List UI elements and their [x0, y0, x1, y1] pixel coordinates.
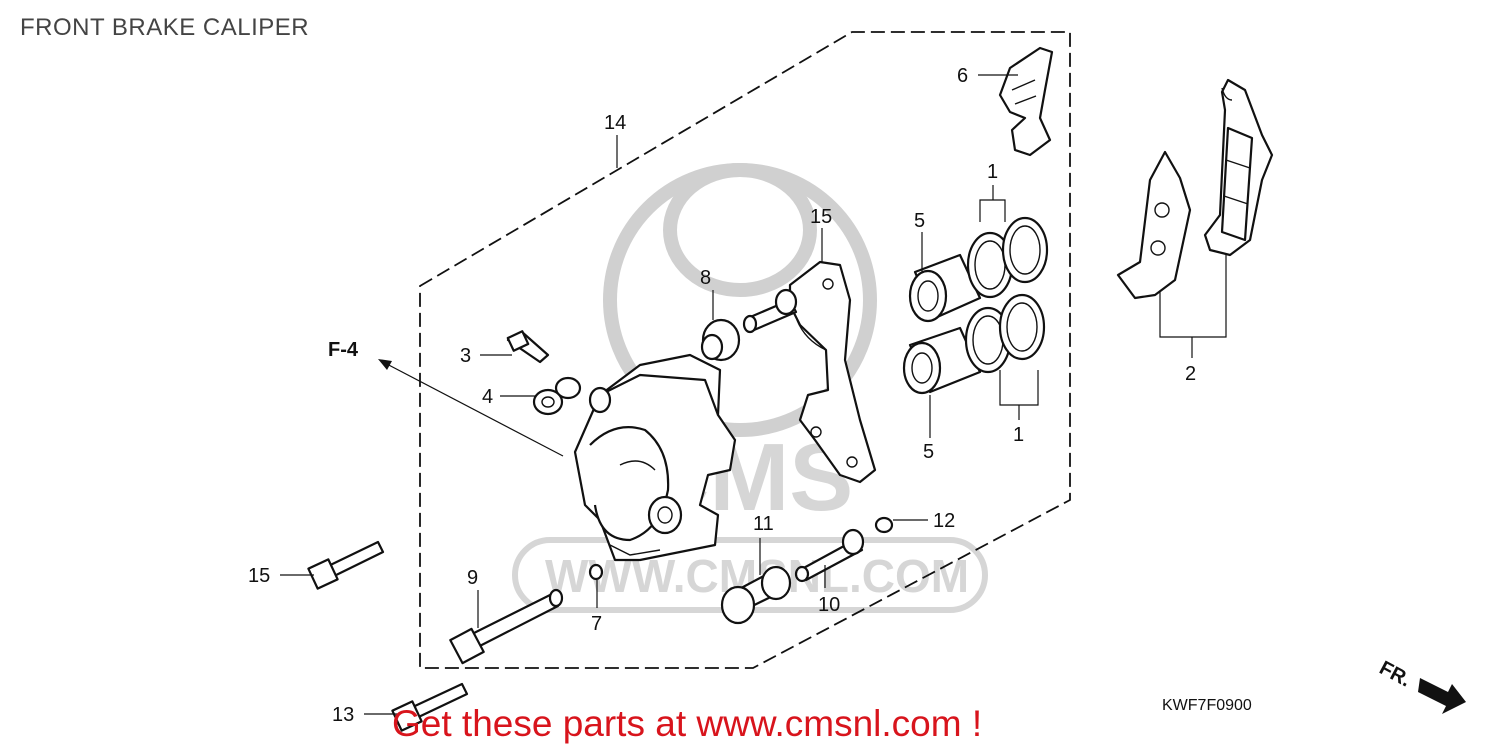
leader-lines [280, 74, 1227, 715]
cta-link[interactable]: Get these parts at www.cmsnl.com ! [392, 703, 983, 744]
callout-10: 8 [700, 267, 711, 289]
pad-spring [998, 46, 1054, 157]
callout-3: 3 [460, 345, 471, 367]
caliper-bracket [788, 260, 877, 484]
callout-13: 14 [604, 112, 626, 134]
piston-upper [908, 253, 982, 323]
washer [874, 516, 894, 534]
brake-pad-inner [1116, 150, 1192, 300]
callout-14: 15 [810, 206, 832, 228]
direction-marker: FR. [1376, 657, 1466, 714]
pin-bolt-short [720, 565, 792, 625]
piston-seals [964, 216, 1049, 374]
ref-marker-f4: F-4 [328, 339, 359, 361]
piston-lower [902, 326, 982, 395]
callout-1-upper: 1 [987, 161, 998, 183]
bracket-pin [742, 288, 798, 334]
mounting-bolt-upper [307, 540, 385, 590]
callout-2: 2 [1185, 363, 1196, 385]
page-title: FRONT BRAKE CALIPER [20, 14, 310, 41]
bleeder-screw [506, 330, 550, 364]
direction-label: FR. [1376, 657, 1415, 692]
kit-outline-13 [419, 31, 1071, 669]
direction-arrow-icon [1418, 678, 1466, 714]
callout-4: 4 [482, 386, 493, 408]
callout-6: 6 [957, 65, 968, 87]
callout-15-lower: 13 [332, 704, 354, 726]
callout-5-lower: 5 [923, 441, 934, 463]
pin-boot [700, 318, 741, 362]
caliper-body [573, 353, 737, 562]
brake-pad-outer [1203, 78, 1274, 257]
mounting-bolt-lower [391, 682, 469, 732]
callout-15-upper: 15 [248, 565, 270, 587]
bleeder-cap [532, 376, 582, 416]
caliper-pin [794, 528, 865, 583]
callout-12: 12 [933, 510, 955, 532]
o-ring [588, 563, 604, 581]
callout-11: 9 [467, 567, 478, 589]
pin-bolt [449, 588, 564, 665]
callout-5-upper: 5 [914, 210, 925, 232]
callout-1-lower: 1 [1013, 424, 1024, 446]
callout-9: 11 [753, 513, 774, 535]
diagram-code: KWF7F0900 [1162, 697, 1252, 714]
callout-8: 10 [818, 594, 840, 616]
callout-7: 7 [591, 613, 602, 635]
